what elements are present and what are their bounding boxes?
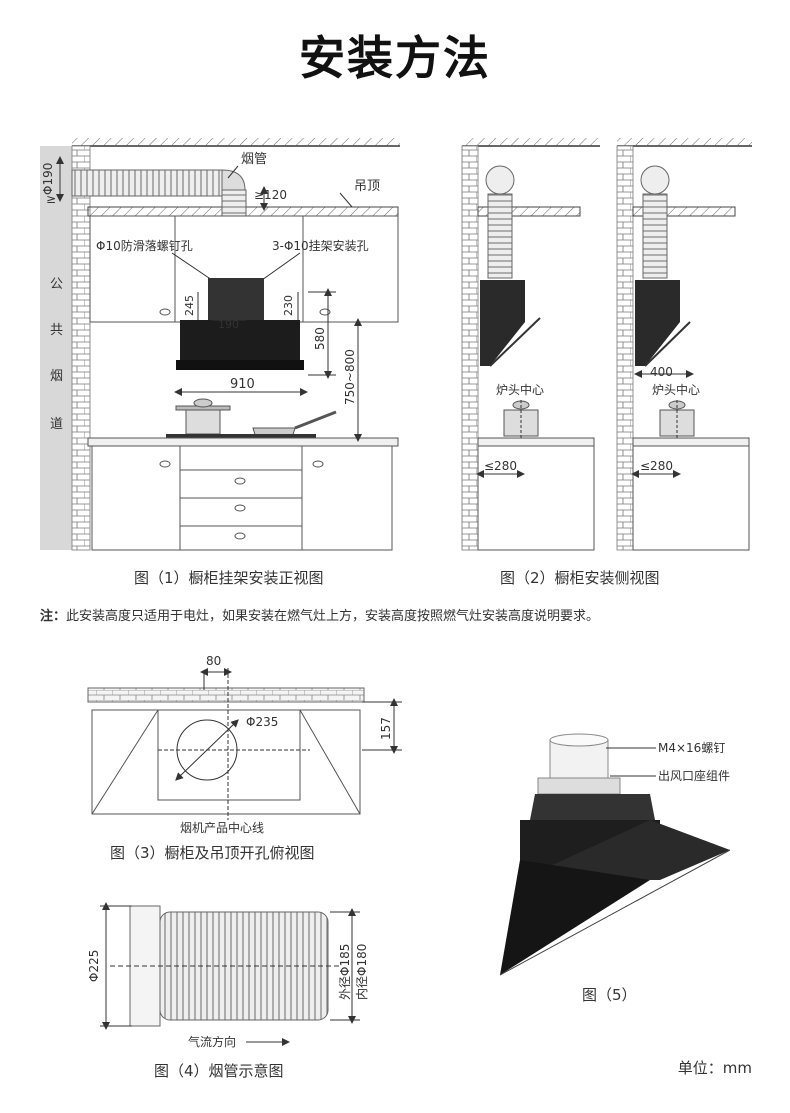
- note-text: 此安装高度只适用于电灶，如果安装在燃气灶上方，安装高度按照燃气灶安装高度说明要求…: [66, 609, 600, 624]
- figure-2-side-view-a: 炉头中心 ≤280: [461, 138, 600, 551]
- dim-80: 80: [206, 654, 221, 668]
- dim-phi235: Φ235: [246, 715, 278, 729]
- page-title: 安装方法: [299, 31, 491, 85]
- caption-fig3: 图（3）橱柜及吊顶开孔俯视图: [110, 844, 315, 862]
- label-ceiling: 吊顶: [354, 179, 380, 194]
- installation-note: 注：此安装高度只适用于电灶，如果安装在燃气灶上方，安装高度按照燃气灶安装高度说明…: [40, 605, 599, 624]
- label-screw-hole: Φ10防滑落螺钉孔: [96, 238, 193, 253]
- dim-outer: 外径Φ185: [338, 944, 352, 1000]
- dim-phi190: Φ190: [41, 163, 55, 195]
- unit-label: 单位：mm: [677, 1059, 752, 1077]
- dim-750-800: 750~800: [343, 349, 357, 405]
- dim-inner: 内径Φ180: [355, 944, 369, 1000]
- flue-char-1: 公: [50, 277, 63, 292]
- figure-3-top-view: 80 Φ235 157 烟机产品中心线: [87, 654, 402, 835]
- flue-char-3: 烟: [50, 369, 63, 384]
- label-centerline: 烟机产品中心线: [180, 820, 264, 835]
- duct-horizontal: [71, 169, 223, 197]
- figure-5-product-render: M4×16螺钉 出风口座组件: [499, 733, 731, 976]
- dim-190: 190: [218, 318, 239, 331]
- hood-motor-box: [208, 278, 264, 320]
- dim-580: 580: [313, 327, 327, 350]
- flue-char-2: 共: [50, 323, 63, 338]
- label-duct: 烟管: [241, 152, 267, 167]
- figure-1-front-view: Φ190 ≥ 烟管 ≥120 吊顶 Φ10防滑落螺钉孔 3-Φ10挂架安装孔 2…: [40, 138, 400, 551]
- dim-ge-sign: ≥: [46, 192, 56, 206]
- flue-char-4: 道: [50, 417, 63, 432]
- label-bracket-hole: 3-Φ10挂架安装孔: [272, 238, 369, 253]
- label-outlet-assembly: 出风口座组件: [658, 768, 730, 783]
- caption-fig2: 图（2）橱柜安装侧视图: [500, 569, 660, 587]
- cooktop: [166, 434, 316, 440]
- dim-245: 245: [183, 295, 196, 316]
- caption-fig1: 图（1）橱柜挂架安装正视图: [134, 569, 324, 587]
- label-burner-center-a: 炉头中心: [496, 382, 544, 397]
- dim-ge120: ≥120: [254, 188, 287, 202]
- dim-157: 157: [379, 717, 393, 740]
- caption-fig4: 图（4）烟管示意图: [154, 1062, 284, 1080]
- caption-fig5: 图（5）: [582, 986, 637, 1004]
- dim-phi225: Φ225: [87, 950, 101, 982]
- dim-230: 230: [282, 295, 295, 316]
- figure-2-side-view-b: 400 炉头中心 ≤280: [616, 138, 752, 551]
- label-burner-center-b: 炉头中心: [652, 382, 700, 397]
- label-airflow: 气流方向: [188, 1034, 236, 1049]
- dim-109a: 109: [226, 294, 245, 305]
- pot: [185, 407, 221, 435]
- dim-910: 910: [230, 377, 255, 392]
- dim-280b: ≤280: [640, 459, 673, 473]
- public-flue-column: [40, 146, 72, 550]
- figure-4-duct: Φ225 外径Φ185 内径Φ180 气流方向: [87, 902, 369, 1049]
- dim-280a: ≤280: [484, 459, 517, 473]
- label-m4-screw: M4×16螺钉: [658, 741, 725, 755]
- dim-400: 400: [650, 365, 673, 379]
- note-prefix: 注：: [40, 609, 67, 624]
- brick-wall: [71, 145, 91, 551]
- dim-109b: 109: [245, 294, 264, 305]
